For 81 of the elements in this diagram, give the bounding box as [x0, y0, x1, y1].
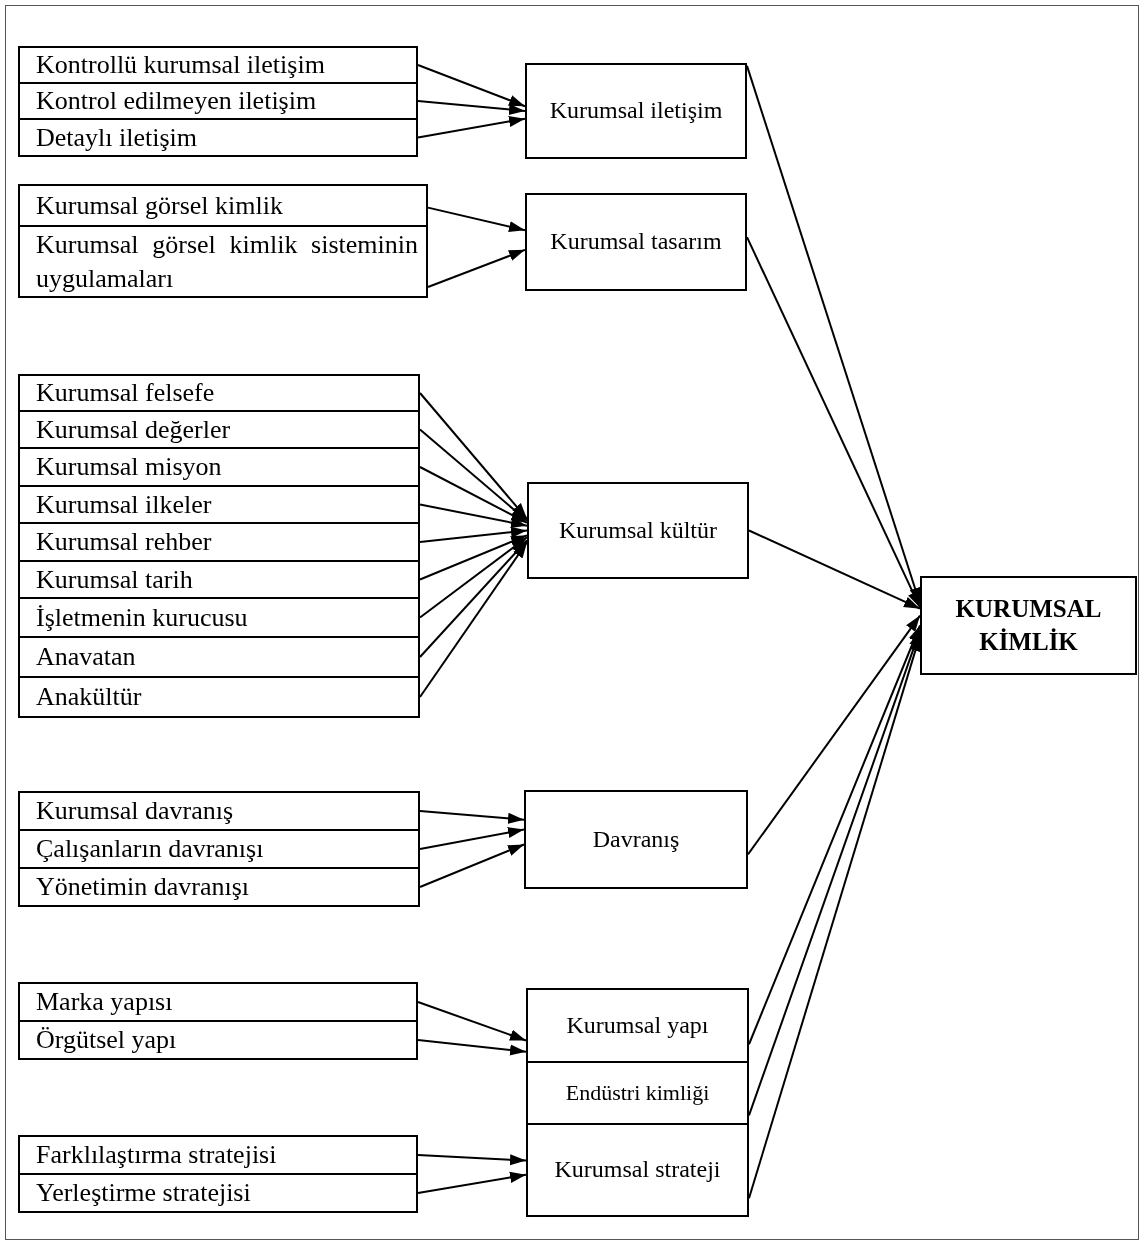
list-cell: [18, 791, 420, 831]
concept-box: [525, 193, 747, 291]
concept-box: [525, 63, 747, 159]
arrow: [417, 64, 526, 108]
arrow: [419, 526, 528, 543]
arrow: [417, 100, 526, 116]
cell-text: Kurumsal tarih: [36, 563, 194, 596]
box-label: Kurumsal yapı: [566, 1010, 709, 1040]
cell-text: Yerleştirme stratejisi: [36, 1177, 252, 1210]
box-label: Kurumsal iletişim: [549, 96, 723, 126]
arrow: [419, 539, 528, 658]
arrow: [419, 466, 528, 524]
list-cell: [18, 1173, 418, 1213]
cell-text: Kurumsal felsefe: [36, 377, 216, 410]
arrow: [417, 1001, 527, 1042]
cell-text: Anavatan: [36, 641, 137, 674]
cell-text: Örgütsel yapı: [36, 1024, 178, 1057]
cell-text: Kurumsal rehber: [36, 526, 213, 559]
cell-text: Kurumsal görsel kimlik: [36, 189, 284, 222]
arrow: [417, 115, 526, 139]
list-cell: [18, 447, 420, 487]
box-label: Kurumsal strateji: [554, 1155, 721, 1185]
concept-box: [527, 482, 749, 579]
arrow: [419, 536, 528, 619]
cell-text: Yönetimin davranışı: [36, 871, 250, 904]
cell-text: Kurumsal misyon: [36, 451, 223, 484]
box-label: Endüstri kimliği: [565, 1078, 710, 1107]
arrow: [419, 392, 528, 520]
arrow: [419, 827, 525, 850]
cell-text: Çalışanların davranışı: [36, 833, 265, 866]
list-cell: [18, 982, 418, 1022]
list-cell: [18, 636, 420, 678]
list-cell: [18, 597, 420, 638]
arrow: [419, 534, 528, 581]
list-cell: [18, 676, 420, 718]
list-cell: [18, 184, 428, 227]
cell-text: Marka yapısı: [36, 986, 174, 1019]
list-cell: [18, 46, 418, 84]
cell-text: Kurumsal değerler: [36, 413, 232, 446]
arrow: [417, 1154, 527, 1166]
box-label: Kurumsal kültür: [559, 515, 717, 545]
cell-text: Anakültür: [36, 681, 143, 714]
cell-text: İşletmenin kurucusu: [36, 601, 249, 634]
arrow: [417, 1171, 527, 1194]
cell-text: Kontrol edilmeyen iletişim: [36, 85, 318, 118]
cell-text: Kontrollü kurumsal iletişim: [36, 49, 326, 82]
list-cell: [18, 522, 420, 562]
arrow: [419, 428, 528, 522]
list-cell: [18, 1135, 418, 1175]
cell-text: Farklılaştırma stratejisi: [36, 1139, 278, 1172]
list-cell: [18, 82, 418, 120]
arrow: [419, 541, 528, 698]
arrow: [419, 503, 528, 529]
list-cell: [18, 485, 420, 524]
list-cell: [18, 1020, 418, 1060]
list-cell: [18, 118, 418, 157]
cell-text: Kurumsal görsel kimlik sisteminin uygulamaları: [36, 228, 418, 295]
list-cell: [18, 374, 420, 412]
arrow: [746, 236, 921, 609]
list-cell: [18, 410, 420, 449]
arrow: [419, 810, 525, 824]
cell-text: Detaylı iletişim: [36, 121, 199, 154]
arrow: [427, 206, 526, 233]
box-label: Davranış: [592, 824, 680, 854]
box-label: KURUMSAL KİMLİK: [954, 594, 1103, 657]
cell-text: Kurumsal ilkeler: [36, 488, 213, 521]
list-cell: [18, 829, 420, 869]
cell-text: Kurumsal davranış: [36, 795, 235, 828]
concept-box: [526, 988, 749, 1063]
concept-box: [526, 1123, 749, 1217]
list-cell: [18, 867, 420, 907]
box-label: Kurumsal tasarım: [550, 227, 722, 257]
concept-box: [524, 790, 748, 889]
arrow: [427, 248, 526, 289]
arrow: [419, 843, 525, 888]
concept-box: [526, 1061, 749, 1125]
arrow: [748, 529, 921, 610]
arrow: [417, 1039, 527, 1056]
arrow: [747, 614, 921, 856]
concept-box: [920, 576, 1137, 675]
list-cell: [18, 560, 420, 599]
